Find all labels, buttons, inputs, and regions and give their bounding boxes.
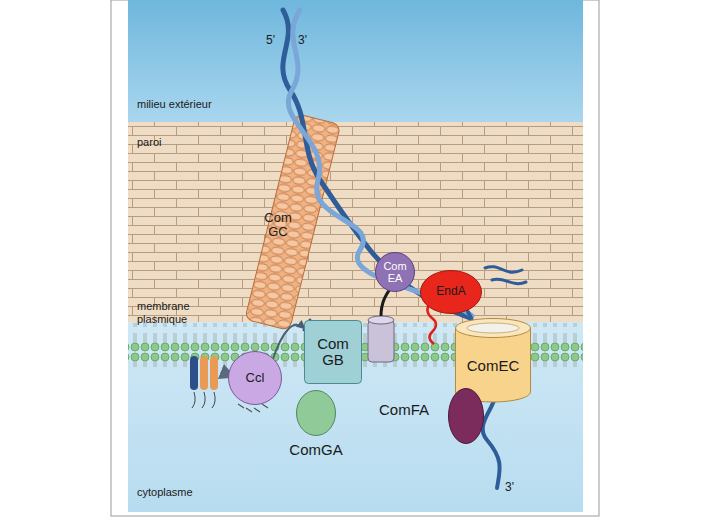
protein-name: ComEC: [458, 358, 528, 375]
strand-end-label: 3': [298, 34, 318, 48]
strand-end-label: 3': [505, 481, 525, 495]
strand-end-label: 5': [266, 34, 286, 48]
protein-name: Com EA: [378, 260, 412, 284]
protein-ellipse: EndA: [420, 270, 482, 314]
region-label: milieu extérieur: [137, 98, 287, 111]
protein-box: Com GB: [304, 320, 362, 384]
protein-circle: Com EA: [375, 252, 415, 292]
pilus-label: Com GC: [258, 206, 298, 244]
region-label: membrane plasmique: [137, 300, 227, 325]
region-label: cytoplasme: [137, 486, 257, 499]
protein-name: ComGA: [274, 442, 358, 459]
protein-name: Com GB: [307, 336, 359, 369]
protein-ellipse: ComFA: [448, 388, 484, 444]
shape-outline: [296, 390, 336, 436]
signal-arrow: [272, 325, 304, 361]
protein-name: Com GC: [261, 211, 295, 240]
shape-outline: [448, 388, 484, 444]
protein-name: EndA: [423, 285, 479, 298]
protein-name: Ccl: [231, 371, 279, 385]
protein-circle: Ccl: [228, 351, 282, 405]
protein-name: ComFA: [366, 402, 442, 419]
region-label: paroi: [137, 136, 237, 149]
protein-ellipse: ComGA: [296, 390, 336, 436]
